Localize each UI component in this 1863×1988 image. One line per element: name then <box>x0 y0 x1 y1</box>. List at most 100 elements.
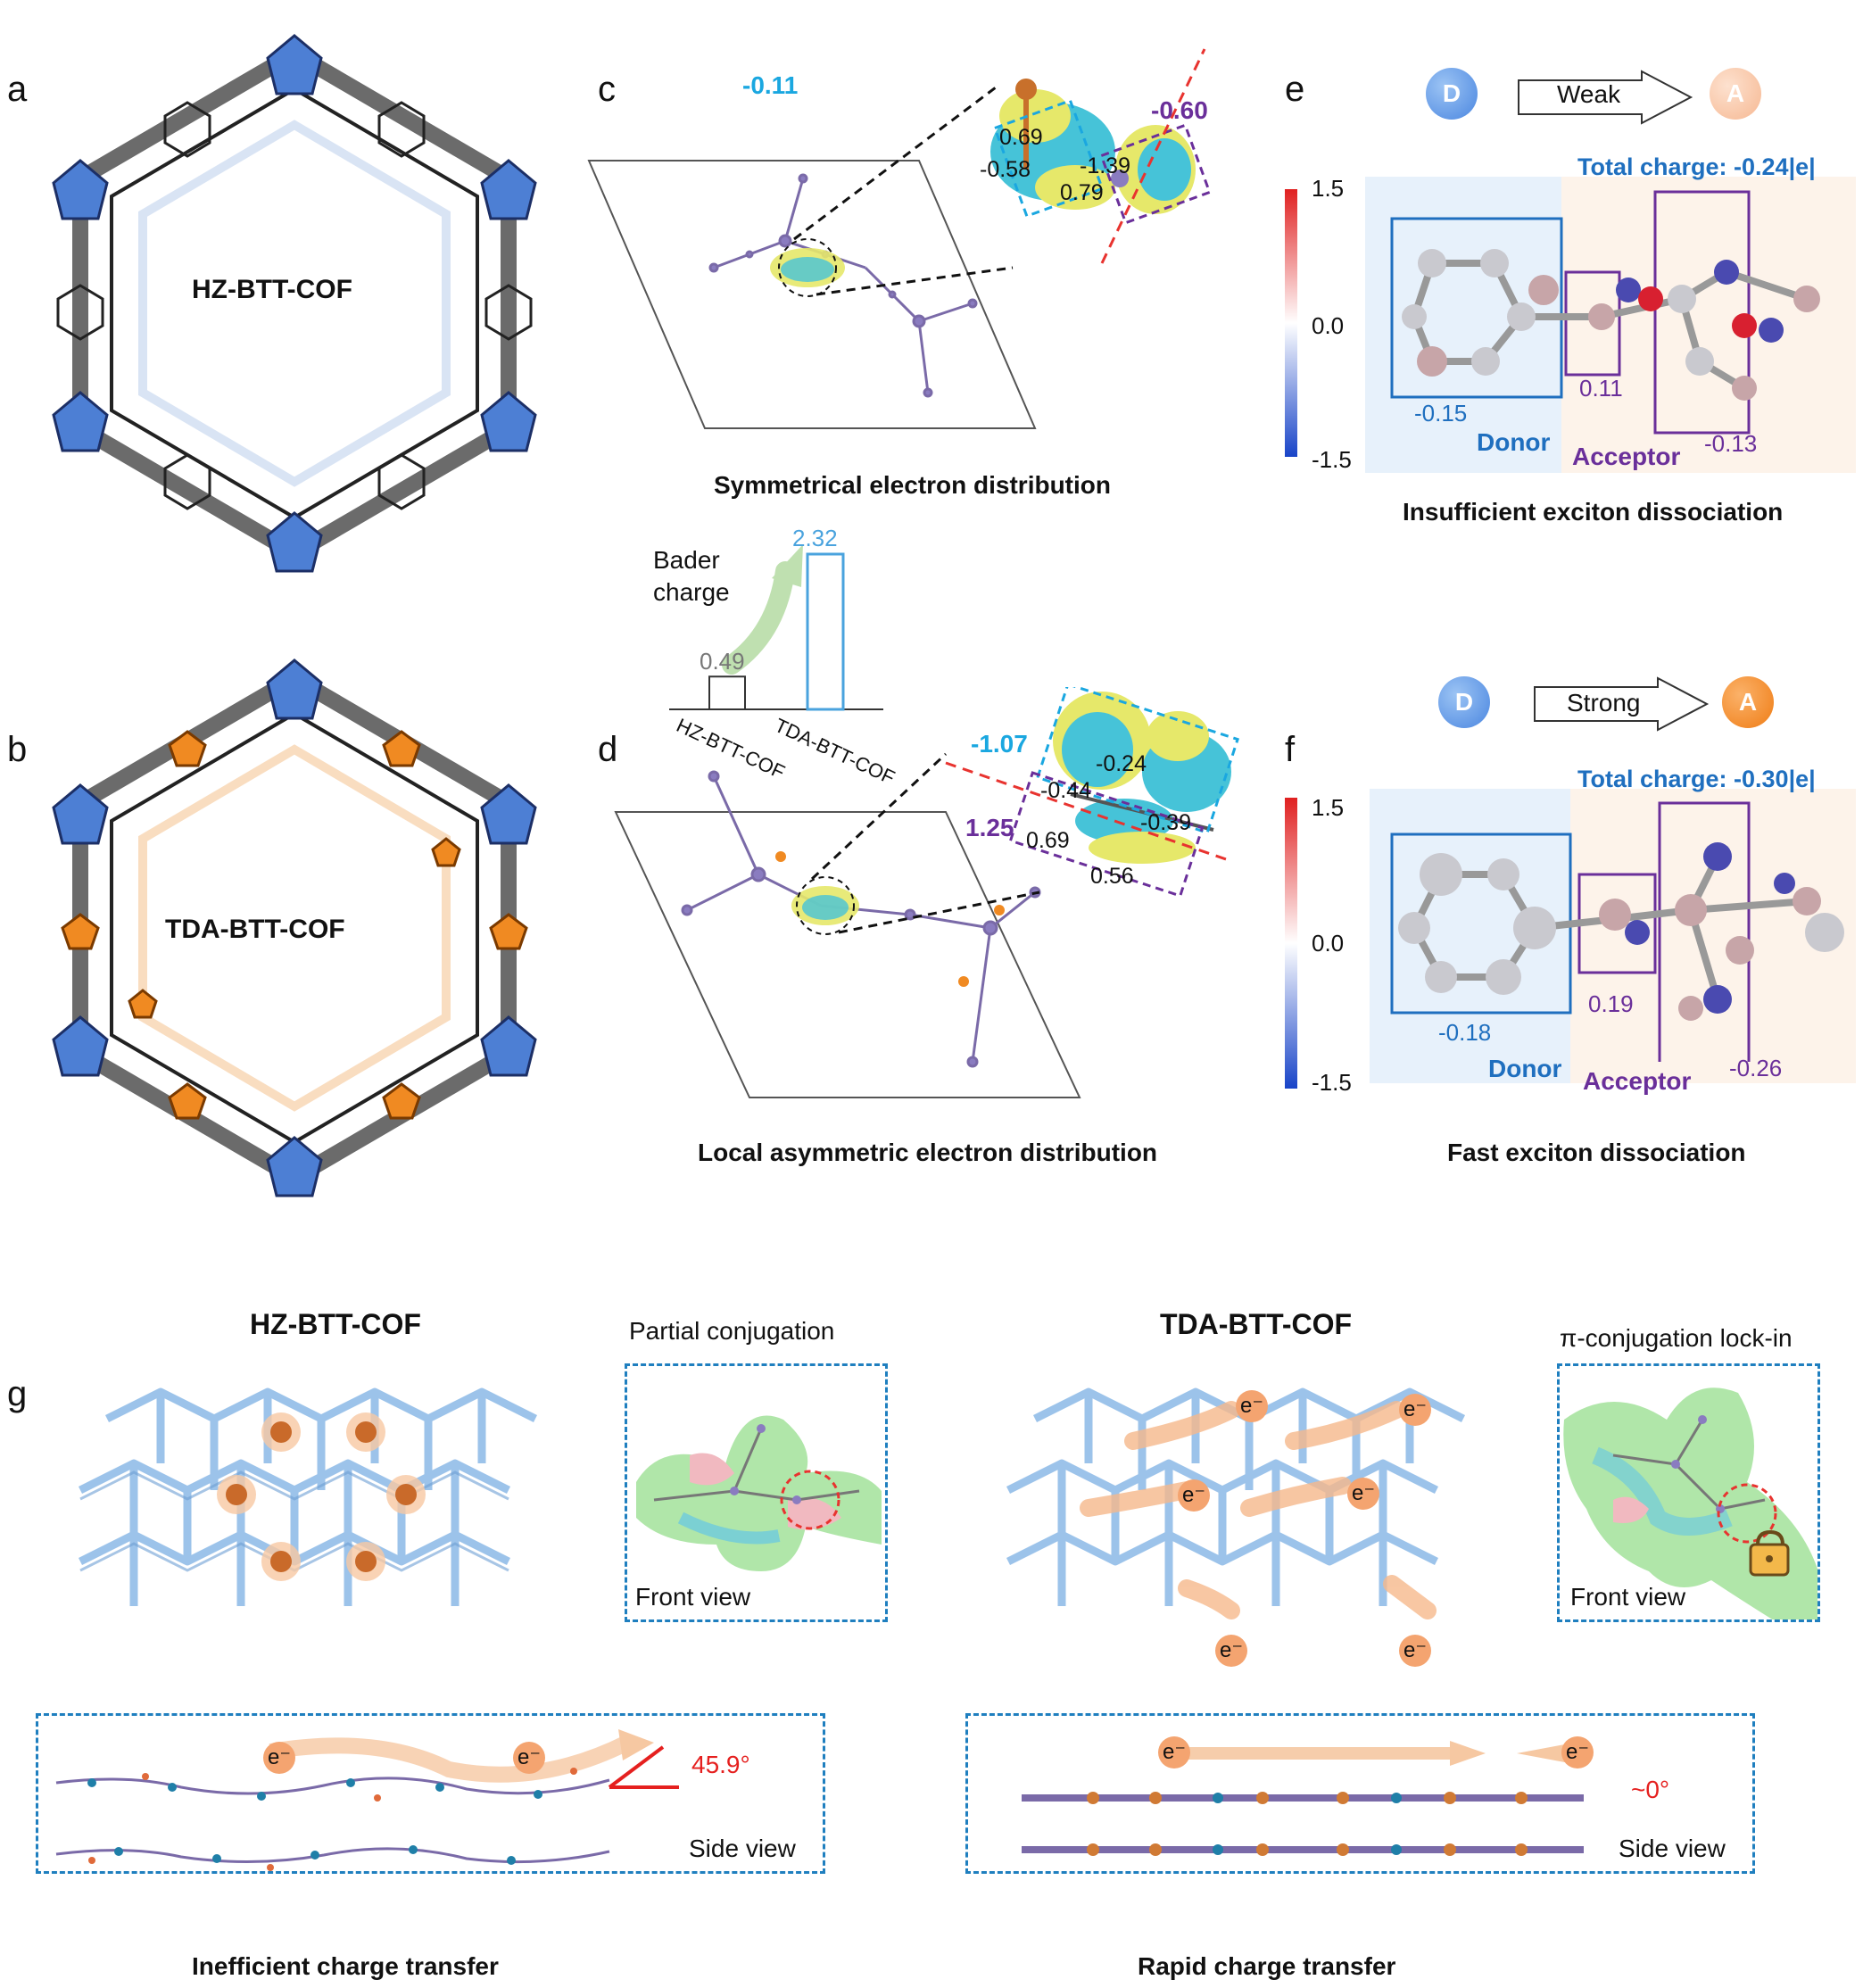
panel-c-cell <box>587 48 1212 429</box>
g-right-inset-title: π-conjugation lock-in <box>1560 1324 1793 1352</box>
panel-letter-b: b <box>7 730 28 769</box>
g-left-caption: Inefficient charge transfer <box>192 1952 499 1980</box>
g-right-electron-4: e⁻ <box>1347 1478 1379 1510</box>
g-right-flow-paths <box>1080 1401 1437 1619</box>
f-molecule <box>1390 801 1844 1062</box>
tda-cof-structure <box>52 659 537 1197</box>
d-val-7: 0.56 <box>1090 864 1134 889</box>
panel-c-orbital-inset <box>990 79 1196 214</box>
f-strength: Strong <box>1567 689 1641 717</box>
f-acceptor-label: Acceptor <box>1583 1067 1692 1095</box>
hz-cof-label: HZ-BTT-COF <box>192 275 352 304</box>
g-left-title: HZ-BTT-COF <box>250 1308 421 1340</box>
bader-bar-tda <box>806 552 845 711</box>
f-scale-min: -1.5 <box>1312 1069 1352 1096</box>
e-colorbar <box>1285 189 1297 457</box>
g-left-inset-title: Partial conjugation <box>629 1317 835 1345</box>
d-val-6: 0.69 <box>1026 828 1070 853</box>
g-right-lattice <box>1006 1387 1466 1619</box>
e-scale-max: 1.5 <box>1312 175 1345 202</box>
d-val-5: -0.39 <box>1140 810 1191 835</box>
g-left-lattice <box>78 1387 538 1606</box>
f-total-charge: Total charge: -0.30|e| <box>1577 766 1816 792</box>
f-scale-mid: 0.0 <box>1312 930 1345 957</box>
bader-title-2: charge <box>653 578 730 606</box>
e-weak-arrow <box>1518 70 1693 125</box>
lock-icon <box>1749 1529 1790 1577</box>
d-val-4: -0.44 <box>1040 778 1091 803</box>
panel-e-caption: Insufficient exciton dissociation <box>1403 498 1784 526</box>
g-right-caption: Rapid charge transfer <box>1138 1952 1396 1980</box>
c-val-6: 0.79 <box>1060 180 1104 205</box>
e-molecule <box>1390 190 1820 435</box>
f-link-value: 0.19 <box>1588 990 1634 1017</box>
g-right-side-electron-b: e⁻ <box>1561 1736 1594 1768</box>
g-right-electron-3: e⁻ <box>1178 1479 1210 1512</box>
e-strength: Weak <box>1557 80 1621 108</box>
bader-value-tda: 2.32 <box>792 525 838 551</box>
g-right-electron-6: e⁻ <box>1399 1635 1431 1667</box>
c-val-1: -0.11 <box>742 71 799 99</box>
g-right-angle: ~0° <box>1631 1776 1670 1803</box>
g-right-side-inset <box>965 1713 1755 1874</box>
panel-letter-a: a <box>7 70 28 109</box>
d-val-1: -1.07 <box>971 730 1028 758</box>
e-donor-label: Donor <box>1477 428 1551 456</box>
g-right-front-inset <box>1557 1363 1820 1622</box>
e-total-charge: Total charge: -0.24|e| <box>1577 153 1816 180</box>
panel-letter-c: c <box>598 70 616 109</box>
e-scale-mid: 0.0 <box>1312 312 1345 339</box>
e-acceptor-circle: A <box>1710 68 1761 120</box>
g-right-electron-5: e⁻ <box>1215 1635 1247 1667</box>
f-donor-circle: D <box>1438 676 1490 728</box>
e-donor-circle: D <box>1426 68 1478 120</box>
g-left-electron-a: e⁻ <box>263 1742 295 1774</box>
tda-orange-nodes <box>61 730 528 1120</box>
c-val-3: 0.69 <box>999 125 1043 150</box>
panel-f-caption: Fast exciton dissociation <box>1447 1139 1746 1166</box>
f-donor-label: Donor <box>1488 1055 1562 1082</box>
btt-blue-nodes <box>52 34 537 573</box>
g-left-electrons <box>217 1412 426 1581</box>
c-val-2: -0.60 <box>1151 96 1208 124</box>
g-left-side-inset <box>36 1713 825 1874</box>
g-right-electron-1: e⁻ <box>1236 1390 1268 1422</box>
g-right-title: TDA-BTT-COF <box>1160 1308 1353 1340</box>
panel-d-caption: Local asymmetric electron distribution <box>698 1139 1158 1166</box>
g-left-electron-b: e⁻ <box>513 1742 545 1774</box>
e-donor-value: -0.15 <box>1414 400 1468 427</box>
g-left-front-view: Front view <box>635 1583 751 1611</box>
panel-d-cell <box>614 687 1239 1098</box>
d-val-2: 1.25 <box>965 814 1014 841</box>
panel-letter-f: f <box>1285 730 1296 769</box>
bader-chart <box>669 544 883 711</box>
e-acceptor-label: Acceptor <box>1572 443 1681 470</box>
f-colorbar <box>1285 798 1297 1089</box>
c-val-4: -0.58 <box>980 157 1031 182</box>
f-strong-arrow <box>1534 676 1710 732</box>
panel-c-caption: Symmetrical electron distribution <box>714 471 1111 499</box>
d-val-3: -0.24 <box>1096 751 1147 776</box>
g-right-side-electron-a: e⁻ <box>1158 1736 1190 1768</box>
panel-letter-d: d <box>598 730 618 769</box>
e-link-value: 0.11 <box>1579 375 1623 402</box>
panel-letter-e: e <box>1285 70 1305 109</box>
hz-cof-structure <box>52 34 537 573</box>
f-scale-max: 1.5 <box>1312 794 1345 821</box>
e-scale-min: -1.5 <box>1312 446 1352 473</box>
g-left-angle: 45.9° <box>691 1751 750 1778</box>
bader-bar-hz <box>708 675 746 710</box>
g-right-front-view: Front view <box>1570 1583 1686 1611</box>
f-donor-value: -0.18 <box>1438 1019 1492 1046</box>
e-acceptor-value: -0.13 <box>1704 430 1758 457</box>
g-left-front-inset <box>625 1363 888 1622</box>
g-left-side-view: Side view <box>689 1835 796 1862</box>
g-right-electron-2: e⁻ <box>1399 1394 1431 1426</box>
f-acceptor-circle: A <box>1722 676 1774 728</box>
bader-value-hz: 0.49 <box>700 648 745 675</box>
f-acceptor-value: -0.26 <box>1729 1055 1783 1081</box>
panel-letter-g: g <box>7 1374 28 1413</box>
tda-cof-label: TDA-BTT-COF <box>165 915 345 944</box>
c-val-5: -1.39 <box>1080 153 1130 178</box>
g-right-side-view: Side view <box>1619 1835 1726 1862</box>
